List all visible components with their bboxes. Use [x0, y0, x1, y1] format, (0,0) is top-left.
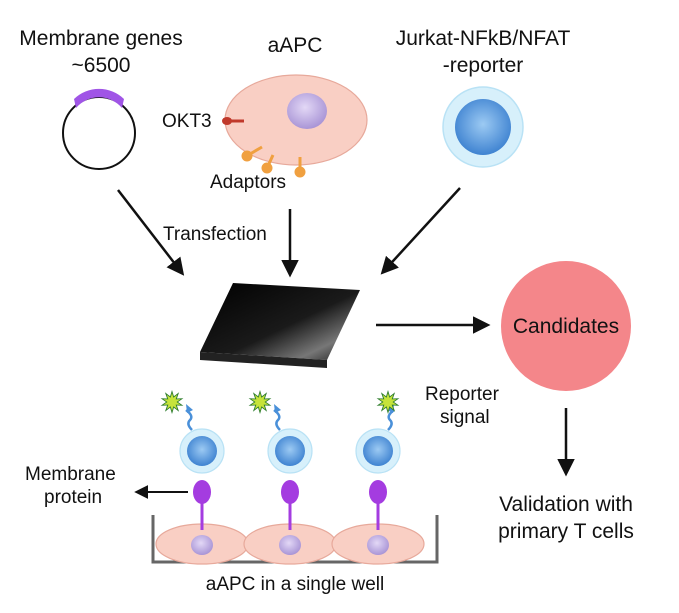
signal-arrow-icon: [387, 409, 395, 431]
cell-unit: [155, 390, 249, 565]
starburst-core-icon: [379, 393, 397, 411]
candidates-label: Candidates: [513, 315, 619, 338]
signal-arrow-icon: [273, 409, 281, 431]
cell-unit: [243, 390, 337, 565]
plasmid-icon: [62, 88, 136, 170]
reporter-signal-label-line2: signal: [440, 407, 490, 428]
aapc-cell: [224, 74, 368, 166]
jurkat-cell: [442, 86, 524, 168]
microarray-chip-icon: [200, 283, 360, 368]
reporter-signal-label: Reporter: [425, 384, 500, 405]
jurkat-nucleus: [187, 436, 217, 466]
transfection-label: Transfection: [163, 224, 267, 245]
adaptors-label: Adaptors: [210, 172, 286, 193]
membrane-protein-label-line2: protein: [44, 487, 102, 508]
validation-label-line2: primary T cells: [498, 520, 634, 543]
okt3-icon: [222, 117, 244, 125]
jurkat-reporter-label: -reporter: [443, 54, 524, 77]
jurkat-nucleus: [363, 436, 393, 466]
membrane-protein-icon: [193, 480, 211, 504]
arrow-plasmid-to-chip: [117, 189, 185, 276]
validation-label: Validation with: [499, 493, 633, 516]
jurkat-label: Jurkat-NFkB/NFAT: [396, 27, 571, 50]
membrane-protein-icon: [281, 480, 299, 504]
okt3-label: OKT3: [162, 111, 212, 132]
aapc-nucleus: [191, 535, 213, 555]
membrane-genes-count: ~6500: [72, 54, 131, 77]
starburst-core-icon: [163, 393, 181, 411]
signal-arrowhead-icon: [274, 404, 281, 413]
cell-unit: [331, 390, 425, 565]
candidates-circle: [501, 261, 631, 391]
membrane-protein-label: Membrane: [25, 464, 116, 485]
adaptor-icon: [241, 145, 306, 178]
arrow-jurkat-to-chip: [380, 187, 461, 275]
signal-arrow-icon: [185, 409, 193, 431]
aapc-nucleus: [279, 535, 301, 555]
aapc-nucleus: [367, 535, 389, 555]
membrane-protein-icon: [369, 480, 387, 504]
jurkat-nucleus: [275, 436, 305, 466]
well-caption: aAPC in a single well: [206, 574, 384, 595]
starburst-core-icon: [251, 393, 269, 411]
membrane-genes-label: Membrane genes: [19, 27, 182, 50]
aapc-label: aAPC: [268, 34, 323, 57]
signal-arrowhead-icon: [186, 404, 193, 413]
